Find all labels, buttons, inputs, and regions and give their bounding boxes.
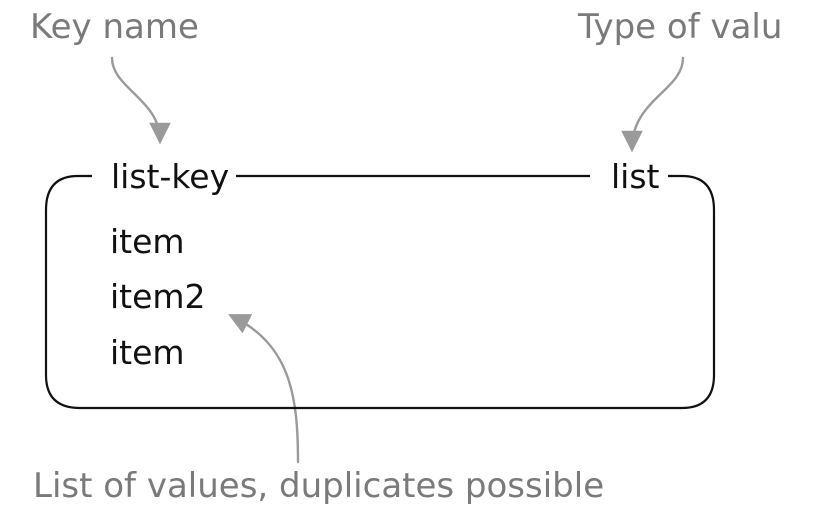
- record-frame: [44, 174, 716, 410]
- list-item: item2: [110, 277, 206, 316]
- key-name-arrow: [110, 56, 171, 145]
- list-item: item: [110, 333, 185, 372]
- list-item: item: [110, 222, 185, 261]
- type-of-value-label: Type of valu: [577, 7, 782, 47]
- record-key: list-key: [111, 157, 229, 196]
- values-note-arrow: [228, 314, 300, 464]
- record-type: list: [611, 157, 660, 196]
- values-note-label: List of values, duplicates possible: [33, 466, 604, 506]
- key-name-label: Key name: [30, 7, 199, 47]
- type-of-value-arrow: [621, 56, 685, 153]
